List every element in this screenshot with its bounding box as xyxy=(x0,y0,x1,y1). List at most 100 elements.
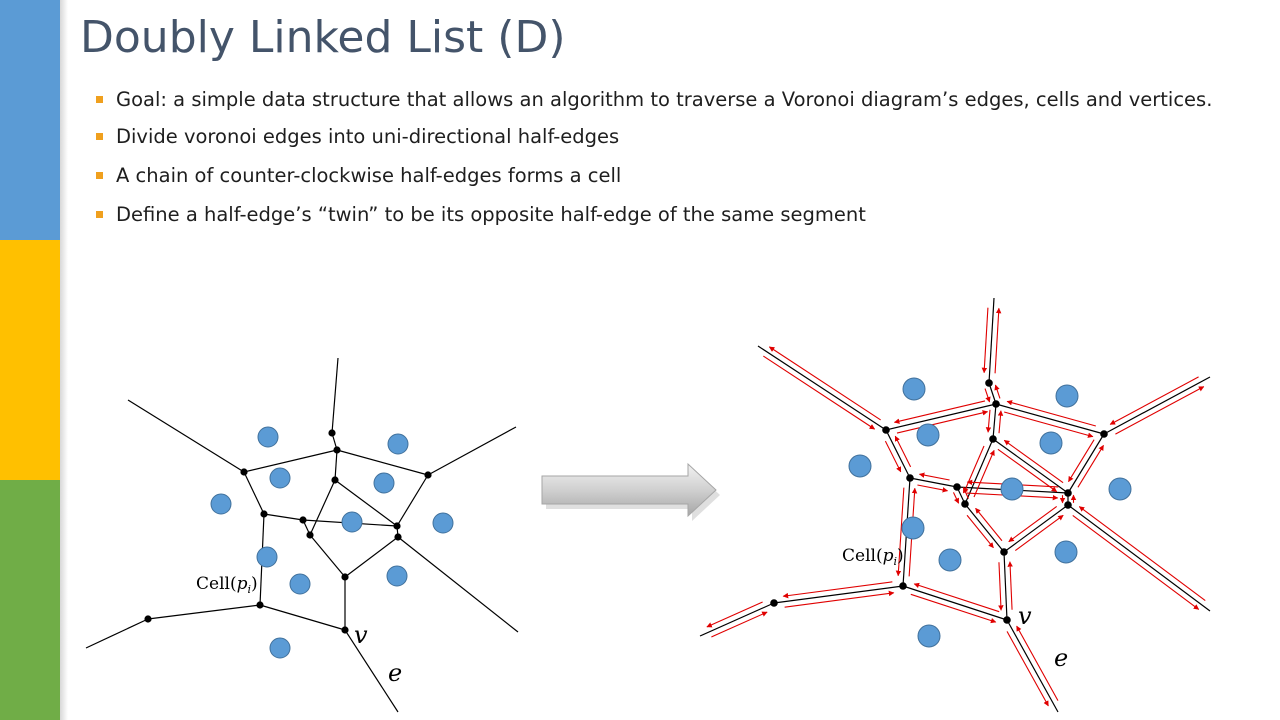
half-edge-twin-arrow xyxy=(1014,514,1064,551)
bullet-item: Define a half-edge’s “twin” to be its op… xyxy=(96,201,1266,228)
half-edge-arrow xyxy=(917,484,949,493)
voronoi-edge xyxy=(243,471,265,515)
bullet-item: Goal: a simple data structure that allow… xyxy=(96,86,1266,113)
right-voronoi-vertices xyxy=(770,379,1108,624)
voronoi-edge xyxy=(995,403,1105,435)
half-edge-arrow xyxy=(984,388,991,403)
half-edge-twin-arrow xyxy=(711,611,768,638)
half-edge-twin-arrow xyxy=(1109,376,1199,425)
voronoi-vertex xyxy=(882,426,890,434)
voronoi-edge xyxy=(309,534,346,578)
half-edge-arrow xyxy=(963,445,985,494)
half-edge-twin-arrow xyxy=(1078,506,1206,602)
left-vertex-label: v xyxy=(354,621,368,649)
half-edge-arrow xyxy=(884,440,902,473)
half-edge-twin-arrow xyxy=(1007,561,1013,610)
voronoi-edge xyxy=(263,513,304,521)
half-edge-arrow xyxy=(994,307,1002,374)
site-point xyxy=(917,624,941,648)
voronoi-vertex xyxy=(328,429,336,437)
site-point xyxy=(387,433,409,455)
site-point xyxy=(269,637,291,659)
half-edge-arrow xyxy=(913,582,1000,613)
voronoi-vertex xyxy=(299,516,307,524)
bullet-marker-icon xyxy=(96,211,103,218)
voronoi-vertex xyxy=(1003,616,1011,624)
voronoi-edge xyxy=(1103,376,1211,435)
site-point xyxy=(901,516,925,540)
voronoi-edge xyxy=(127,399,245,473)
site-point xyxy=(269,467,291,489)
half-edge-twin-arrow xyxy=(962,487,970,499)
slide-title: Doubly Linked List (D) xyxy=(80,12,566,63)
half-edge-arrow xyxy=(1115,386,1205,435)
bullet-item: A chain of counter-clockwise half-edges … xyxy=(96,162,1266,189)
voronoi-edge xyxy=(699,602,775,637)
half-edge-twin-arrow xyxy=(994,384,1001,399)
voronoi-edge xyxy=(336,449,429,476)
voronoi-vertex xyxy=(256,601,264,609)
half-edge-twin-arrow xyxy=(1068,439,1095,483)
right-half-edges xyxy=(706,307,1206,707)
half-edge-twin-arrow xyxy=(895,487,905,577)
voronoi-edge xyxy=(334,479,398,527)
site-point xyxy=(257,426,279,448)
half-edge-arrow xyxy=(997,448,1058,493)
site-point xyxy=(1054,540,1078,564)
half-edge-arrow xyxy=(1004,411,1094,438)
voronoi-edge xyxy=(259,604,346,631)
site-point xyxy=(1055,384,1079,408)
voronoi-vertex xyxy=(331,476,339,484)
voronoi-edge xyxy=(885,429,911,479)
accent-bar-shadow xyxy=(60,0,68,720)
voronoi-edge xyxy=(344,629,399,713)
half-edge-twin-arrow xyxy=(1006,400,1096,427)
bullet-text: Goal: a simple data structure that allow… xyxy=(116,88,1213,111)
half-edge-arrow xyxy=(952,492,960,504)
half-edge-twin-arrow xyxy=(973,449,995,498)
voronoi-edge xyxy=(309,479,336,536)
voronoi-vertex xyxy=(240,468,248,476)
half-edge-arrow xyxy=(998,562,1004,611)
voronoi-edge xyxy=(902,585,1008,621)
half-edge-twin-arrow xyxy=(975,507,1003,542)
voronoi-edge xyxy=(344,536,399,578)
transition-arrow-icon xyxy=(541,462,720,521)
voronoi-edge xyxy=(992,438,1069,494)
voronoi-vertex xyxy=(333,446,341,454)
accent-bar-green xyxy=(0,480,60,720)
bullet-item: Divide voronoi edges into uni-directiona… xyxy=(96,123,1266,150)
left-voronoi-diagram: Cell(pi) v e xyxy=(85,357,519,713)
half-edge-twin-arrow xyxy=(894,435,912,468)
voronoi-edge xyxy=(773,585,904,604)
half-edge-arrow xyxy=(706,601,763,628)
site-point xyxy=(1108,477,1132,501)
voronoi-vertex xyxy=(992,400,1000,408)
right-voronoi-edges xyxy=(699,297,1211,713)
voronoi-vertex xyxy=(1064,489,1072,497)
voronoi-vertex xyxy=(899,582,907,590)
left-cell-label: Cell(pi) xyxy=(196,574,258,596)
site-point xyxy=(386,565,408,587)
voronoi-edge xyxy=(1003,551,1008,621)
bullet-text: Define a half-edge’s “twin” to be its op… xyxy=(116,203,866,226)
voronoi-edge xyxy=(243,449,338,473)
site-point xyxy=(256,546,278,568)
voronoi-vertex xyxy=(306,531,314,539)
voronoi-vertex xyxy=(424,471,432,479)
bullet-marker-icon xyxy=(96,96,103,103)
voronoi-vertex xyxy=(393,522,401,530)
left-edge-label: e xyxy=(388,659,402,687)
half-edge-twin-arrow xyxy=(1003,439,1064,484)
voronoi-vertex xyxy=(1000,548,1008,556)
half-edge-twin-arrow xyxy=(784,590,895,608)
voronoi-edge xyxy=(396,474,429,527)
half-edge-twin-arrow xyxy=(1016,625,1059,701)
voronoi-vertex xyxy=(953,483,961,491)
voronoi-edge xyxy=(757,345,887,431)
voronoi-edge xyxy=(427,426,517,476)
half-edge-arrow xyxy=(1072,514,1200,610)
voronoi-edge xyxy=(147,604,261,620)
accent-bar-blue xyxy=(0,0,60,240)
site-point xyxy=(938,548,962,572)
